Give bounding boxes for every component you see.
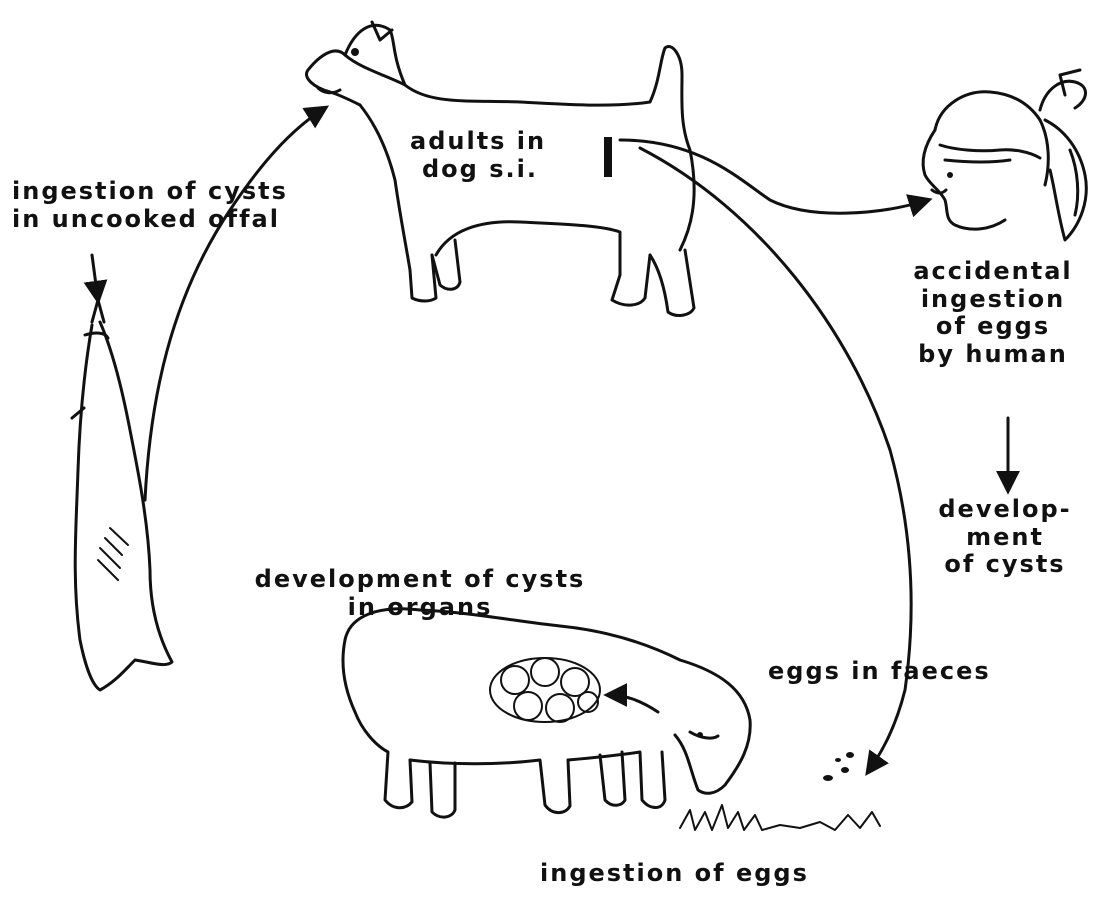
label-cysts-offal: ingestion of cysts in uncooked offal xyxy=(12,178,288,233)
label-dev-cysts-line2: ment xyxy=(905,524,1105,552)
label-adults-line1: adults in xyxy=(410,128,546,156)
label-dev-cysts-line1: develop- xyxy=(905,496,1105,524)
arrow-eggs-to-sheep xyxy=(608,695,658,712)
arrow-label-to-carcass xyxy=(92,255,98,300)
label-adults: adults in dog s.i. xyxy=(410,128,546,183)
label-eggs-faeces: eggs in faeces xyxy=(768,658,991,686)
label-cysts-offal-line2: in uncooked offal xyxy=(12,206,288,234)
carcass-illustration xyxy=(72,300,172,690)
label-organs-line1: development of cysts xyxy=(190,566,650,594)
label-cysts-offal-line1: ingestion of cysts xyxy=(12,178,288,206)
label-organs-line2: in organs xyxy=(190,594,650,622)
label-adults-line2: dog s.i. xyxy=(410,156,546,184)
label-accidental-line2: ingestion xyxy=(880,286,1106,314)
eggs-illustration xyxy=(823,752,854,781)
label-ingestion-eggs: ingestion of eggs xyxy=(540,860,809,888)
label-accidental-ingestion: accidental ingestion of eggs by human xyxy=(880,258,1106,368)
adult-worm-mark xyxy=(604,137,612,177)
label-accidental-line4: by human xyxy=(880,341,1106,369)
label-development-cysts-human: develop- ment of cysts xyxy=(905,496,1105,579)
human-head-illustration xyxy=(923,70,1086,240)
label-dev-cysts-line3: of cysts xyxy=(905,551,1105,579)
label-accidental-line1: accidental xyxy=(880,258,1106,286)
sheep-illustration xyxy=(343,609,750,817)
grass-illustration xyxy=(680,805,880,830)
arrow-dog-to-human xyxy=(620,140,928,213)
label-accidental-line3: of eggs xyxy=(880,313,1106,341)
label-development-organs: development of cysts in organs xyxy=(190,566,650,621)
arrow-carcass-to-dog xyxy=(145,108,325,500)
